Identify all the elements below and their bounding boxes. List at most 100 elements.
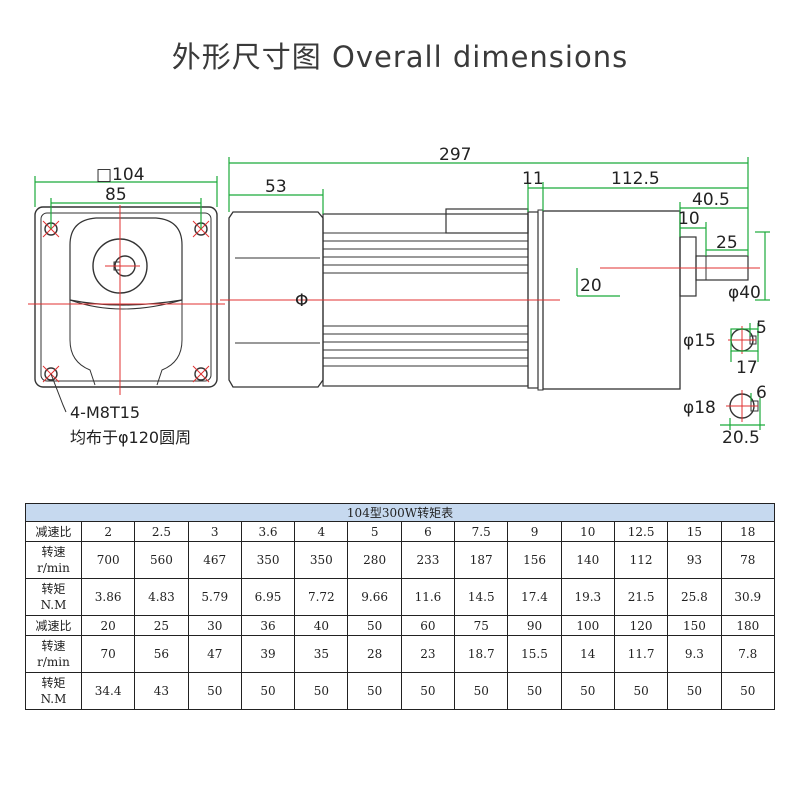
table-cell: 18.7: [454, 635, 509, 673]
front-square-outline: [34, 206, 218, 388]
square-label: □104: [96, 165, 145, 185]
hole-note-label: 4-M8T15: [70, 403, 140, 422]
dimension-drawing: □104 85 4-M8T15 均布于φ120圆周: [28, 145, 770, 448]
row-label: 减速比: [25, 521, 82, 542]
row-label: 减速比: [25, 615, 82, 636]
table-cell: 14: [560, 635, 615, 673]
table-cell: 18: [720, 521, 776, 542]
table-cell: 34.4: [80, 672, 136, 710]
row-label-line: N.M: [40, 692, 67, 706]
table-cell: 180: [720, 615, 776, 636]
table-cell: 3.86: [80, 578, 136, 616]
endcap-length-label: 53: [265, 177, 287, 197]
table-cell: 700: [80, 541, 136, 579]
gear-housing-outline: [69, 217, 183, 306]
table-cell: 90: [507, 615, 562, 636]
table-cell: 5.79: [187, 578, 242, 616]
table-cell: 11.6: [400, 578, 456, 616]
table-cell: 467: [187, 541, 242, 579]
row-label-line: 转速: [41, 639, 66, 653]
table-cell: 36: [240, 615, 296, 636]
table-cell: 10: [560, 521, 615, 542]
table-cell: 6: [400, 521, 456, 542]
table-cell: 70: [80, 635, 136, 673]
table-cell: 12.5: [613, 521, 669, 542]
table-cell: 30.9: [720, 578, 776, 616]
table-cell: 50: [187, 672, 242, 710]
table-cell: 50: [240, 672, 296, 710]
table-cell: 15.5: [507, 635, 562, 673]
table-cell: 280: [347, 541, 402, 579]
section1-key-label: 5: [756, 318, 767, 338]
pilot-diameter-label: φ40: [728, 283, 761, 303]
table-cell: 21.5: [613, 578, 669, 616]
section2-height-label: 20.5: [722, 428, 760, 448]
table-cell: 7.5: [454, 521, 509, 542]
table-cell: 7.72: [294, 578, 349, 616]
center-mark-label: Φ: [295, 291, 308, 311]
table-cell: 50: [454, 672, 509, 710]
table-cell: 560: [134, 541, 189, 579]
table-cell: 187: [454, 541, 509, 579]
table-cell: 3: [187, 521, 242, 542]
shaft-section-2: φ18 6 20.5: [683, 383, 767, 448]
table-cell: 7.8: [720, 635, 776, 673]
table-cell: 25: [134, 615, 189, 636]
section1-height-label: 17: [736, 358, 758, 378]
key-length-label: 25: [716, 233, 738, 253]
section1-diameter-label: φ15: [683, 331, 716, 351]
table-cell: 4.83: [134, 578, 189, 616]
table-cell: 9.3: [667, 635, 722, 673]
table-cell: 50: [294, 672, 349, 710]
table-cell: 25.8: [667, 578, 722, 616]
front-centerlines: [28, 205, 225, 395]
table-cell: 3.6: [240, 521, 296, 542]
front-dimensions: [34, 176, 218, 229]
table-cell: 23: [400, 635, 456, 673]
table-cell: 6.95: [240, 578, 296, 616]
page-title: 外形尺寸图 Overall dimensions: [171, 40, 629, 74]
row-label-line: N.M: [40, 598, 67, 612]
table-cell: 50: [347, 615, 402, 636]
table-cell: 40: [294, 615, 349, 636]
table-cell: 60: [400, 615, 456, 636]
table-cell: 50: [667, 672, 722, 710]
table-cell: 100: [560, 615, 615, 636]
row-label: 转矩 N.M: [25, 578, 82, 616]
row-label-line: 转矩: [41, 582, 66, 596]
table-cell: 50: [347, 672, 402, 710]
side-centerlines: [220, 267, 760, 301]
housing-lower-curve: [69, 299, 183, 310]
table-cell: 20: [80, 615, 136, 636]
key-offset-label: 20: [580, 276, 602, 296]
shaft-section-1: φ15 5 17: [683, 318, 767, 378]
gearbox-body: [542, 210, 681, 390]
table-cell: 50: [613, 672, 669, 710]
table-cell: 75: [454, 615, 509, 636]
total-length-label: 297: [439, 145, 471, 165]
table-cell: 15: [667, 521, 722, 542]
table-cell: 9.66: [347, 578, 402, 616]
table-cell: 14.5: [454, 578, 509, 616]
table-cell: 43: [134, 672, 189, 710]
table-cell: 50: [507, 672, 562, 710]
terminal-box: [445, 208, 529, 234]
table-cell: 93: [667, 541, 722, 579]
hole-leader: [50, 373, 67, 413]
table-cell: 50: [560, 672, 615, 710]
section2-diameter-label: φ18: [683, 398, 716, 418]
motor-endcap: [228, 211, 324, 388]
table-cell: 50: [720, 672, 776, 710]
table-cell: 56: [134, 635, 189, 673]
front-view: [34, 206, 218, 388]
table-cell: 11.7: [613, 635, 669, 673]
table-cell: 30: [187, 615, 242, 636]
table-cell: 156: [507, 541, 562, 579]
